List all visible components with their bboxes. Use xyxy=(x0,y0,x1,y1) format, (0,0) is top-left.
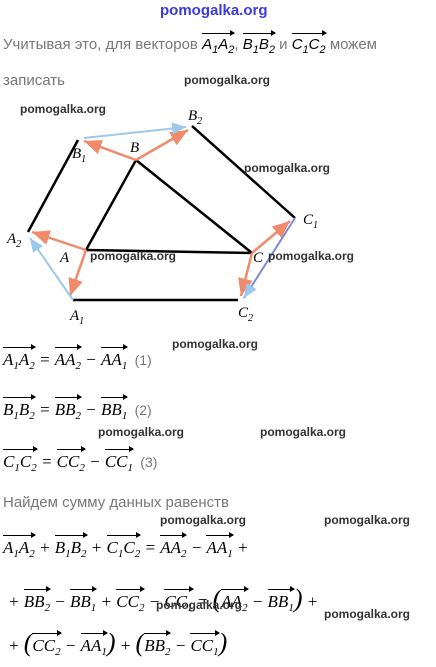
watermark: pomogalka.org xyxy=(260,425,347,439)
watermark: pomogalka.org xyxy=(172,337,259,351)
intro-comma: , xyxy=(234,36,239,53)
label-c2: C2 xyxy=(238,305,253,324)
watermark: pomogalka.org xyxy=(324,607,411,621)
equation-3: C1C2 = CC2 − CC1 (3) xyxy=(3,446,158,474)
watermark: pomogalka.org xyxy=(324,513,411,527)
label-c1: C1 xyxy=(303,212,318,231)
intro-line-1: Учитывая это, для векторов A1A2, B1B2 и … xyxy=(3,30,377,56)
geometry-figure: B1 B2 B C1 C C2 A2 A A1 pomogalka.org po… xyxy=(6,102,354,327)
equation-2: B1B2 = BB2 − BB1 (2) xyxy=(3,394,152,422)
sum-line-1: A1A2 + B1B2 + C1C2 = AA2 − AA1 + xyxy=(3,532,249,560)
blue-vectors xyxy=(29,122,296,301)
watermark: pomogalka.org xyxy=(160,513,247,527)
watermark: pomogalka.org xyxy=(98,425,185,439)
label-a2: A2 xyxy=(6,231,21,250)
watermark: pomogalka.org xyxy=(20,102,106,116)
intro-text: Учитывая это, для векторов xyxy=(3,36,198,53)
watermark-top: pomogalka.org xyxy=(160,2,268,19)
intro-vector-a1a2: A1A2 xyxy=(202,30,236,56)
sum-heading: Найдем сумму данных равенств xyxy=(3,494,229,511)
salmon-vectors xyxy=(31,128,291,297)
label-a: A xyxy=(59,250,70,266)
figure-edges xyxy=(26,125,296,302)
label-a1: A1 xyxy=(69,308,84,327)
watermark: pomogalka.org xyxy=(90,249,176,263)
watermark: pomogalka.org xyxy=(184,73,271,87)
label-b1: B1 xyxy=(72,146,86,165)
intro-vector-c1c2: C1C2 xyxy=(291,30,327,56)
sum-line-3: + (CC2 − AA1) + (BB2 − CC1) xyxy=(8,628,228,658)
label-c: C xyxy=(253,250,264,266)
intro-line-2: записать xyxy=(3,72,65,89)
equation-1: A1A2 = AA2 − AA1 (1) xyxy=(3,344,152,372)
intro-vector-b1b2: B1B2 xyxy=(242,30,277,56)
watermark: pomogalka.org xyxy=(244,161,330,175)
label-b2: B2 xyxy=(188,108,202,127)
label-b: B xyxy=(130,140,139,156)
intro-tail: можем xyxy=(329,36,377,53)
watermark: pomogalka.org xyxy=(156,598,243,612)
sum-line-2: + BB2 − BB1 + CC2 − CC1 = (AA2 − BB1) + xyxy=(8,584,319,614)
watermark: pomogalka.org xyxy=(268,249,354,263)
intro-and: и xyxy=(279,36,288,53)
